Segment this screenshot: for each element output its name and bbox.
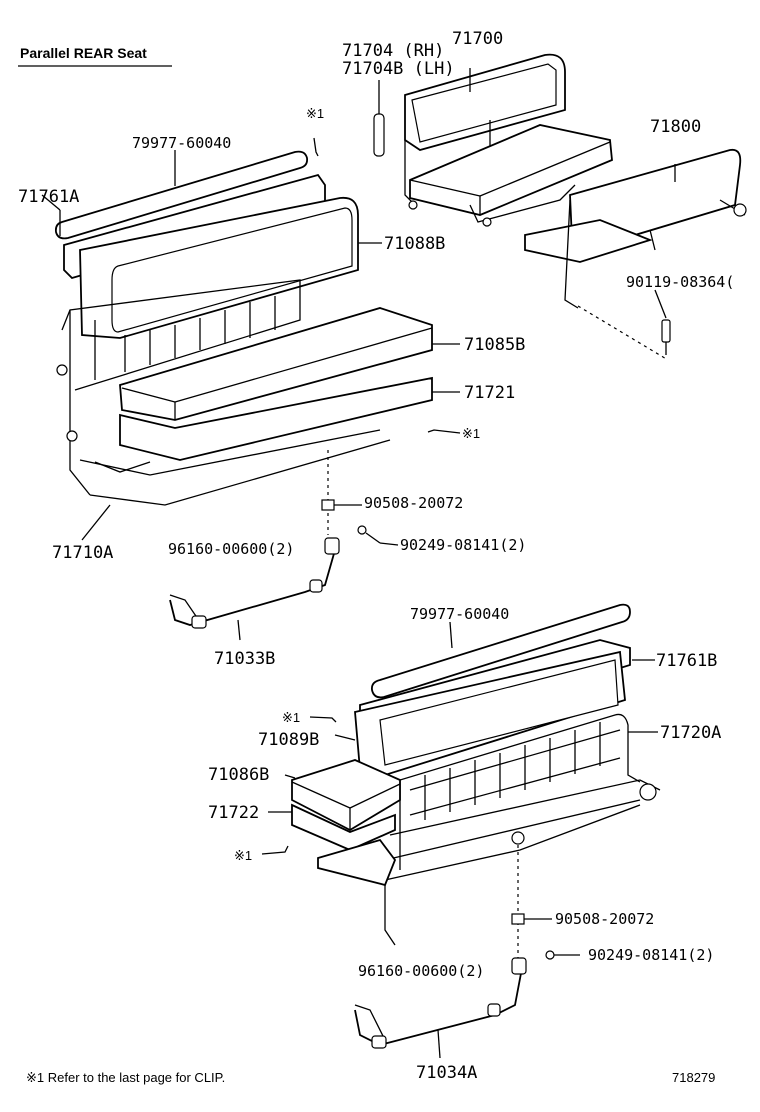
folded-seat-71700 [404,53,613,227]
label-71086b: 71086B [208,765,269,785]
seat-back-71088b [79,196,382,339]
bracket-71033b [169,537,340,641]
bolt-90249-bottom [545,950,580,960]
label-71761b: 71761B [656,651,717,671]
label-96160-bottom: 96160-00600(2) [358,962,484,980]
bracket-71034a [354,957,527,1059]
label-90508-top: 90508-20072 [364,494,463,512]
clip-top-a [313,137,319,157]
bolt-dashline-90119 [577,305,669,361]
label-71710a: 71710A [52,543,113,563]
label-71704b: 71704B (LH) [342,59,455,79]
label-71720a: 71720A [660,723,721,743]
label-79977-bottom: 79977-60040 [410,605,509,623]
label-71085b: 71085B [464,335,525,355]
clip-mark-top-a: ※1 [306,106,324,121]
label-71088b: 71088B [384,234,445,254]
label-71034a: 71034A [416,1063,477,1083]
clip-top-b [427,429,461,434]
label-90249-bottom: 90249-08141(2) [588,946,714,964]
seat-frame-71710a [56,279,391,541]
label-90249-top: 90249-08141(2) [400,536,526,554]
label-71704: 71704 (RH) [342,41,444,61]
seat-base-71721 [119,376,460,461]
label-90119: 90119-08364( [626,273,734,291]
clip-bottom-b [261,845,289,855]
label-71721: 71721 [464,383,515,403]
label-71700: 71700 [452,29,503,49]
label-71033b: 71033B [214,649,275,669]
label-96160-top: 96160-00600(2) [168,540,294,558]
seat-cushion-71085b [119,307,460,421]
footnote: ※1 Refer to the last page for CLIP. [26,1070,225,1085]
figure-number: 718279 [672,1070,715,1085]
seat-frame-71720a [384,713,661,946]
bolt-90119 [654,289,671,355]
seat-base-71722 [268,803,397,887]
label-71761a: 71761A [18,187,79,207]
diagram-title: Parallel REAR Seat [20,45,147,61]
nut-90508-bottom [511,913,552,925]
clip-mark-top-b: ※1 [462,426,480,441]
label-71089b: 71089B [258,730,319,750]
label-79977-top: 79977-60040 [132,134,231,152]
clip-bottom-a [309,716,337,723]
clip-mark-bottom-a: ※1 [282,710,300,725]
nut-90508-top [321,499,362,511]
seat-pipe-79977-top [54,150,309,240]
bolt-90249-top [357,525,399,546]
label-71800: 71800 [650,117,701,137]
seat-back-71089b [334,650,626,776]
clip-mark-bottom-b: ※1 [234,848,252,863]
label-71722: 71722 [208,803,259,823]
hinge-71704 [373,68,471,157]
folded-seat-71800 [524,148,747,309]
seat-pipe-79977-bottom [371,603,631,699]
label-90508-bottom: 90508-20072 [555,910,654,928]
seat-cushion-71086b [284,759,401,832]
